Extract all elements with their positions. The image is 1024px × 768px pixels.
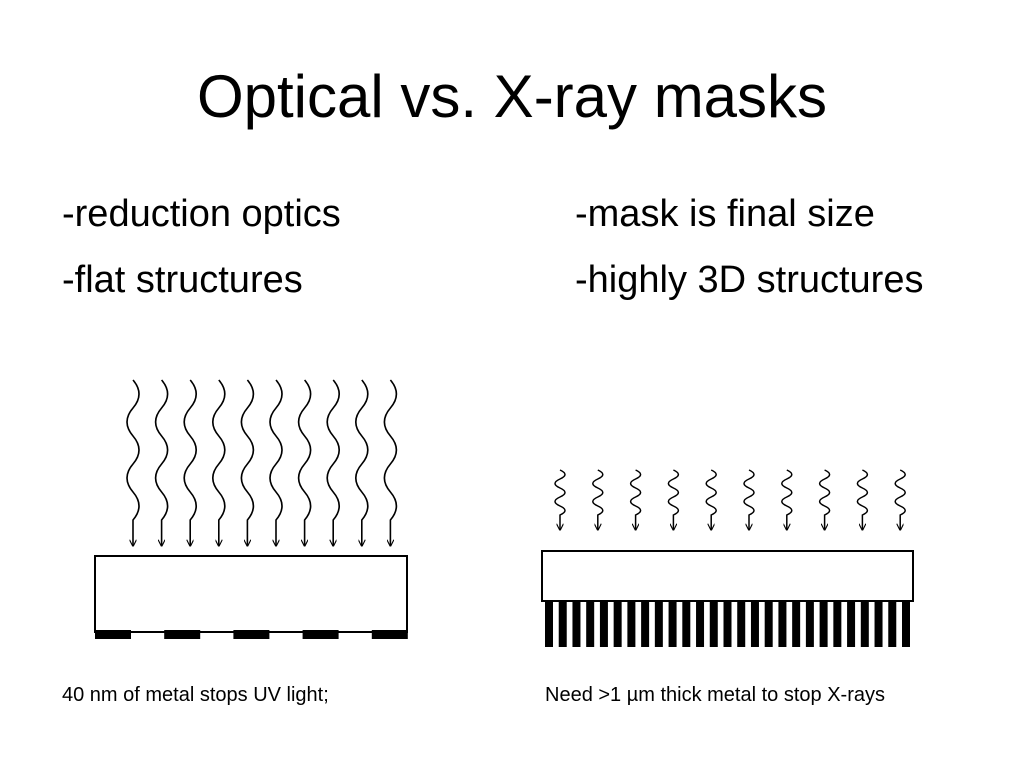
xray-wave-arrow — [818, 469, 831, 530]
thin-metal-pads — [95, 630, 408, 639]
optical-caption: 40 nm of metal stops UV light; — [62, 684, 329, 706]
xray-wave-arrow — [629, 469, 642, 530]
absorber-bar — [586, 601, 595, 647]
uv-wave-arrow — [240, 379, 255, 546]
absorber-bar — [737, 601, 746, 647]
metal-pad — [95, 630, 131, 639]
absorber-bar — [833, 601, 842, 647]
uv-wave-arrow — [154, 379, 169, 546]
absorber-bar — [888, 601, 897, 647]
xray-caption: Need >1 µm thick metal to stop X-rays — [545, 684, 885, 706]
absorber-bar — [750, 601, 759, 647]
absorber-bar — [764, 601, 773, 647]
uv-wave-arrow — [269, 379, 283, 546]
xray-wave-arrow — [592, 469, 604, 530]
xray-wave-arrow — [781, 469, 793, 530]
right-bullet-3d-structures: -highly 3D structures — [575, 259, 924, 301]
absorber-bar — [627, 601, 636, 647]
left-bullet-flat-structures: -flat structures — [62, 259, 303, 301]
absorber-bar — [545, 601, 553, 647]
optical-mask-substrate — [94, 555, 408, 633]
absorber-bar — [874, 601, 883, 647]
uv-wave-arrow — [126, 379, 140, 546]
xray-wave-arrow — [667, 469, 680, 530]
uv-light-waves — [126, 379, 398, 546]
xray-wave-arrow — [743, 469, 755, 530]
absorber-bar — [572, 601, 581, 647]
xray-wave-arrow — [554, 469, 566, 530]
uv-wave-arrow — [212, 379, 226, 546]
xray-mask-diagram — [541, 469, 914, 647]
uv-wave-arrow — [383, 379, 398, 546]
xray-wave-arrow — [705, 469, 717, 530]
absorber-bar — [682, 601, 691, 647]
optical-mask-diagram — [94, 379, 408, 639]
absorber-bar — [613, 601, 622, 647]
uv-wave-arrow — [297, 379, 312, 546]
absorber-bar — [792, 601, 801, 647]
absorber-bar — [819, 601, 828, 647]
absorber-bar — [668, 601, 677, 647]
absorber-bar — [778, 601, 787, 647]
absorber-bar — [805, 601, 814, 647]
xray-waves — [554, 469, 906, 530]
metal-pad — [233, 630, 270, 639]
metal-pad — [302, 630, 339, 639]
thick-absorber-bars — [545, 601, 910, 647]
uv-wave-arrow — [355, 379, 369, 546]
absorber-bar — [847, 601, 856, 647]
page-title: Optical vs. X-ray masks — [196, 63, 828, 130]
absorber-bar — [902, 601, 910, 647]
absorber-bar — [558, 601, 567, 647]
uv-wave-arrow — [183, 379, 197, 546]
absorber-bar — [709, 601, 718, 647]
right-bullet-mask-final-size: -mask is final size — [575, 193, 875, 235]
metal-pad — [164, 630, 201, 639]
absorber-bar — [599, 601, 608, 647]
absorber-bar — [860, 601, 869, 647]
xray-wave-arrow — [856, 469, 869, 530]
absorber-bar — [654, 601, 663, 647]
left-bullet-reduction-optics: -reduction optics — [62, 193, 341, 235]
absorber-bar — [696, 601, 705, 647]
metal-pad — [371, 630, 408, 639]
absorber-bar — [723, 601, 732, 647]
uv-wave-arrow — [326, 379, 340, 546]
absorber-bar — [641, 601, 650, 647]
xray-mask-membrane — [541, 550, 914, 602]
xray-wave-arrow — [894, 469, 906, 530]
